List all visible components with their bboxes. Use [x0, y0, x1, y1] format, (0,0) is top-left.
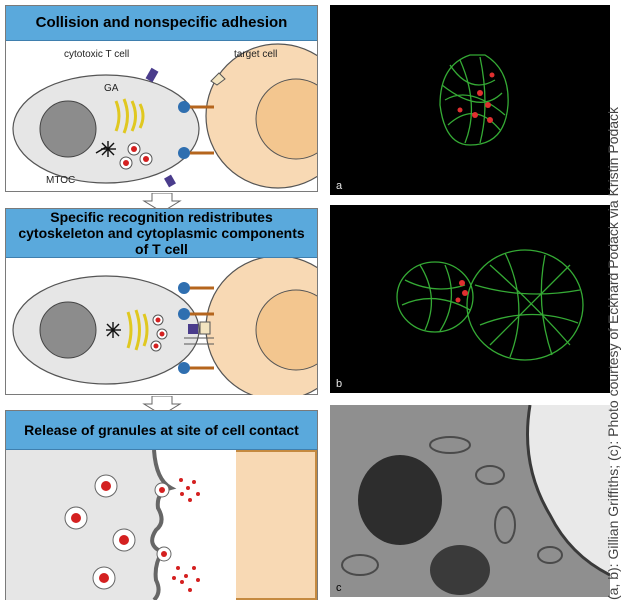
label-cytotoxic-t-cell: cytotoxic T cell [64, 49, 129, 60]
photo-a: a [330, 5, 610, 195]
down-arrow-2 [142, 396, 182, 416]
photo-b-label: b [336, 378, 343, 390]
photo-c-image [330, 404, 611, 597]
granules [119, 142, 153, 170]
t-cell-nucleus [39, 100, 97, 158]
photo-c: c [330, 404, 611, 597]
t-cell-membrane [152, 450, 236, 600]
panel-recognition: Specific recognition redistributes cytos… [5, 208, 318, 395]
panel-release: Release of granules at site of cell cont… [5, 410, 318, 600]
mtoc [95, 141, 116, 157]
panel-title-collision: Collision and nonspecific adhesion [6, 6, 317, 41]
adhesion-molecules [145, 67, 226, 188]
label-mtoc: MTOC [46, 175, 75, 186]
diagram-recognition [12, 258, 317, 395]
photo-a-image [439, 54, 509, 146]
photo-b: b [330, 205, 610, 393]
diagram-release [6, 450, 317, 600]
golgi-apparatus [114, 98, 145, 134]
diagram-collision: cytotoxic T cell target cell GA MTOC [12, 43, 317, 189]
photo-b-image [396, 249, 584, 361]
photo-a-label: a [336, 180, 343, 192]
photo-c-label: c [336, 582, 342, 594]
panel-title-release: Release of granules at site of cell cont… [6, 411, 317, 450]
down-arrow-1 [142, 193, 182, 213]
released-granule-dots [172, 478, 200, 592]
target-cell-nucleus [255, 78, 317, 160]
panel-title-recognition: Specific recognition redistributes cytos… [6, 209, 317, 258]
panel-collision: Collision and nonspecific adhesion [5, 5, 318, 192]
photo-credit: (a, b): Gillian Griffiths; (c): Photo co… [605, 106, 621, 600]
label-target-cell: target cell [234, 49, 277, 60]
label-ga: GA [104, 83, 119, 94]
cytoplasmic-granules [64, 474, 172, 590]
